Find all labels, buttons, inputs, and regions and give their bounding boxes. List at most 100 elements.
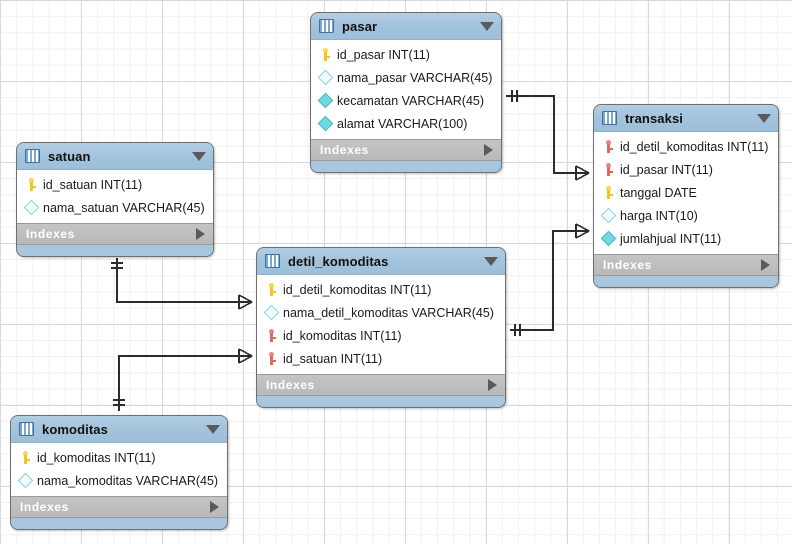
chevron-right-icon[interactable] [196,228,205,240]
table-column-row[interactable]: id_komoditas INT(11) [11,446,227,469]
table-title: transaksi [625,110,683,126]
column-label: id_detil_komoditas INT(11) [283,282,432,297]
table-node-detil-komoditas[interactable]: detil_komoditas id_detil_komoditas INT(1… [256,247,506,408]
table-header-pasar[interactable]: pasar [311,13,501,40]
table-header-transaksi[interactable]: transaksi [594,105,778,132]
foreign-key-icon [265,351,278,366]
table-header-detil-komoditas[interactable]: detil_komoditas [257,248,505,275]
table-footer [594,276,778,287]
indexes-bar[interactable]: Indexes [594,254,778,276]
table-header-satuan[interactable]: satuan [17,143,213,170]
relationship-pasar-transaksi[interactable] [506,90,590,181]
table-column-row[interactable]: nama_satuan VARCHAR(45) [17,196,213,219]
table-column-row[interactable]: id_satuan INT(11) [17,173,213,196]
foreign-key-icon [602,162,615,177]
table-footer [17,245,213,256]
indexes-bar[interactable]: Indexes [17,223,213,245]
table-icon [265,254,280,268]
nullable-column-icon [263,304,280,321]
primary-key-icon [265,282,278,297]
nullable-column-icon [600,207,617,224]
chevron-right-icon[interactable] [488,379,497,391]
table-node-satuan[interactable]: satuan id_satuan INT(11) nama_satuan VAR… [16,142,214,257]
indexes-bar[interactable]: Indexes [311,139,501,161]
table-column-row[interactable]: nama_pasar VARCHAR(45) [311,66,501,89]
column-label: tanggal DATE [620,185,697,200]
column-label: id_pasar INT(11) [337,47,430,62]
table-column-row[interactable]: harga INT(10) [594,204,778,227]
column-label: id_satuan INT(11) [283,351,383,366]
chevron-down-icon[interactable] [480,21,494,31]
table-column-row[interactable]: id_komoditas INT(11) [257,324,505,347]
chevron-right-icon[interactable] [484,144,493,156]
table-header-komoditas[interactable]: komoditas [11,416,227,443]
table-column-row[interactable]: tanggal DATE [594,181,778,204]
nullable-column-icon [23,199,40,216]
column-label: id_komoditas INT(11) [283,328,402,343]
chevron-down-icon[interactable] [206,424,220,434]
notnull-column-icon [317,115,334,132]
table-title: detil_komoditas [288,253,389,269]
table-columns: id_komoditas INT(11) nama_komoditas VARC… [11,443,227,496]
primary-key-icon [25,177,38,192]
table-columns: id_detil_komoditas INT(11) id_pasar INT(… [594,132,778,254]
primary-key-icon [602,185,615,200]
indexes-label: Indexes [603,258,652,272]
column-label: harga INT(10) [620,208,698,223]
relationship-komoditas-detil-komoditas[interactable] [113,348,253,411]
chevron-down-icon[interactable] [757,113,771,123]
table-node-pasar[interactable]: pasar id_pasar INT(11) nama_pasar VARCHA… [310,12,502,173]
foreign-key-icon [602,139,615,154]
column-label: nama_pasar VARCHAR(45) [337,70,493,85]
indexes-label: Indexes [26,227,75,241]
table-column-row[interactable]: id_satuan INT(11) [257,347,505,370]
table-column-row[interactable]: alamat VARCHAR(100) [311,112,501,135]
table-footer [257,396,505,407]
nullable-column-icon [17,472,34,489]
table-column-row[interactable]: nama_detil_komoditas VARCHAR(45) [257,301,505,324]
relationship-detil-komoditas-transaksi[interactable] [510,223,590,336]
table-title: satuan [48,148,91,164]
chevron-down-icon[interactable] [192,151,206,161]
table-node-komoditas[interactable]: komoditas id_komoditas INT(11) nama_komo… [10,415,228,530]
column-label: id_detil_komoditas INT(11) [620,139,769,154]
column-label: kecamatan VARCHAR(45) [337,93,485,108]
table-footer [311,161,501,172]
table-icon [19,422,34,436]
column-label: jumlahjual INT(11) [620,231,722,246]
column-label: id_satuan INT(11) [43,177,143,192]
indexes-bar[interactable]: Indexes [11,496,227,518]
foreign-key-icon [265,328,278,343]
primary-key-icon [19,450,32,465]
table-title: pasar [342,18,378,34]
column-label: alamat VARCHAR(100) [337,116,468,131]
table-icon [602,111,617,125]
table-column-row[interactable]: kecamatan VARCHAR(45) [311,89,501,112]
table-column-row[interactable]: nama_komoditas VARCHAR(45) [11,469,227,492]
table-column-row[interactable]: id_detil_komoditas INT(11) [257,278,505,301]
table-columns: id_satuan INT(11) nama_satuan VARCHAR(45… [17,170,213,223]
indexes-label: Indexes [320,143,369,157]
relationship-satuan-detil-komoditas[interactable] [111,258,253,310]
primary-key-icon [319,47,332,62]
chevron-right-icon[interactable] [761,259,770,271]
table-column-row[interactable]: id_detil_komoditas INT(11) [594,135,778,158]
table-columns: id_pasar INT(11) nama_pasar VARCHAR(45) … [311,40,501,139]
table-column-row[interactable]: id_pasar INT(11) [594,158,778,181]
column-label: id_komoditas INT(11) [37,450,156,465]
table-columns: id_detil_komoditas INT(11) nama_detil_ko… [257,275,505,374]
column-label: nama_komoditas VARCHAR(45) [37,473,219,488]
column-label: nama_detil_komoditas VARCHAR(45) [283,305,494,320]
table-column-row[interactable]: id_pasar INT(11) [311,43,501,66]
table-title: komoditas [42,421,108,437]
chevron-down-icon[interactable] [484,256,498,266]
indexes-bar[interactable]: Indexes [257,374,505,396]
nullable-column-icon [317,69,334,86]
chevron-right-icon[interactable] [210,501,219,513]
column-label: id_pasar INT(11) [620,162,713,177]
table-node-transaksi[interactable]: transaksi id_detil_komoditas INT(11) id_… [593,104,779,288]
column-label: nama_satuan VARCHAR(45) [43,200,205,215]
table-column-row[interactable]: jumlahjual INT(11) [594,227,778,250]
indexes-label: Indexes [20,500,69,514]
